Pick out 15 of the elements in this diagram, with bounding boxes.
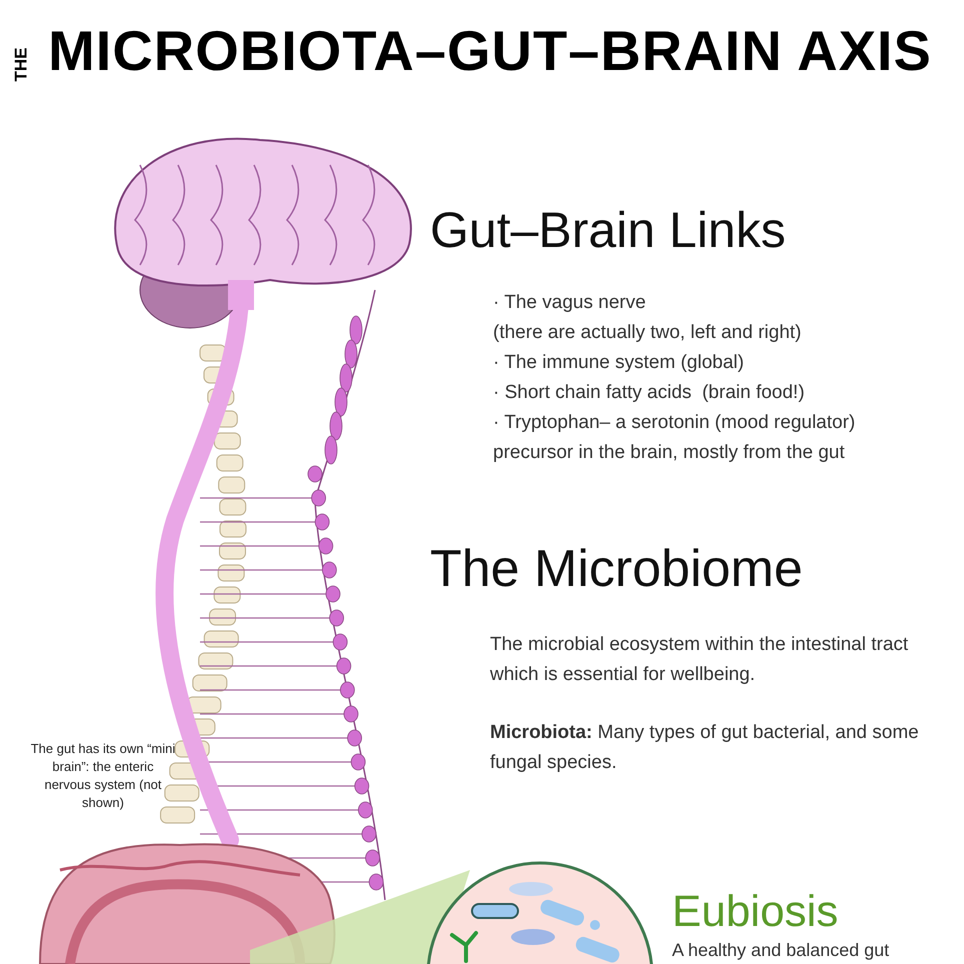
bullet-text: precursor in the brain, mostly from the gut [493, 441, 845, 465]
description-paragraph: The microbial ecosystem within the intestinal tract which is essential for wellbeing. [490, 633, 910, 687]
title-prefix: THE [12, 48, 30, 82]
section-heading: Gut–Brain Links [430, 201, 786, 260]
description-paragraph: Microbiota: Many types of gut bacterial, and some fungal species. [490, 721, 920, 775]
note-text: The gut has its own “mini brain”: the enteric nervous system (not shown) [30, 740, 176, 812]
bullet-text: · Short chain fatty acids (brain food!) [493, 381, 805, 405]
description-paragraph: A healthy and balanced gut [672, 939, 890, 962]
bullet-text: · The immune system (global) [493, 351, 744, 375]
bullet-text: · Tryptophan– a serotonin (mood regulator) [493, 411, 856, 435]
title: MICROBIOTA–GUT–BRAIN AXIS [47, 18, 933, 84]
section-heading: The Microbiome [430, 539, 803, 600]
bullet-text: · The vagus nerve [493, 291, 646, 315]
bullet-text: (there are actually two, left and right) [493, 321, 802, 345]
section-heading: Eubiosis [672, 886, 838, 938]
